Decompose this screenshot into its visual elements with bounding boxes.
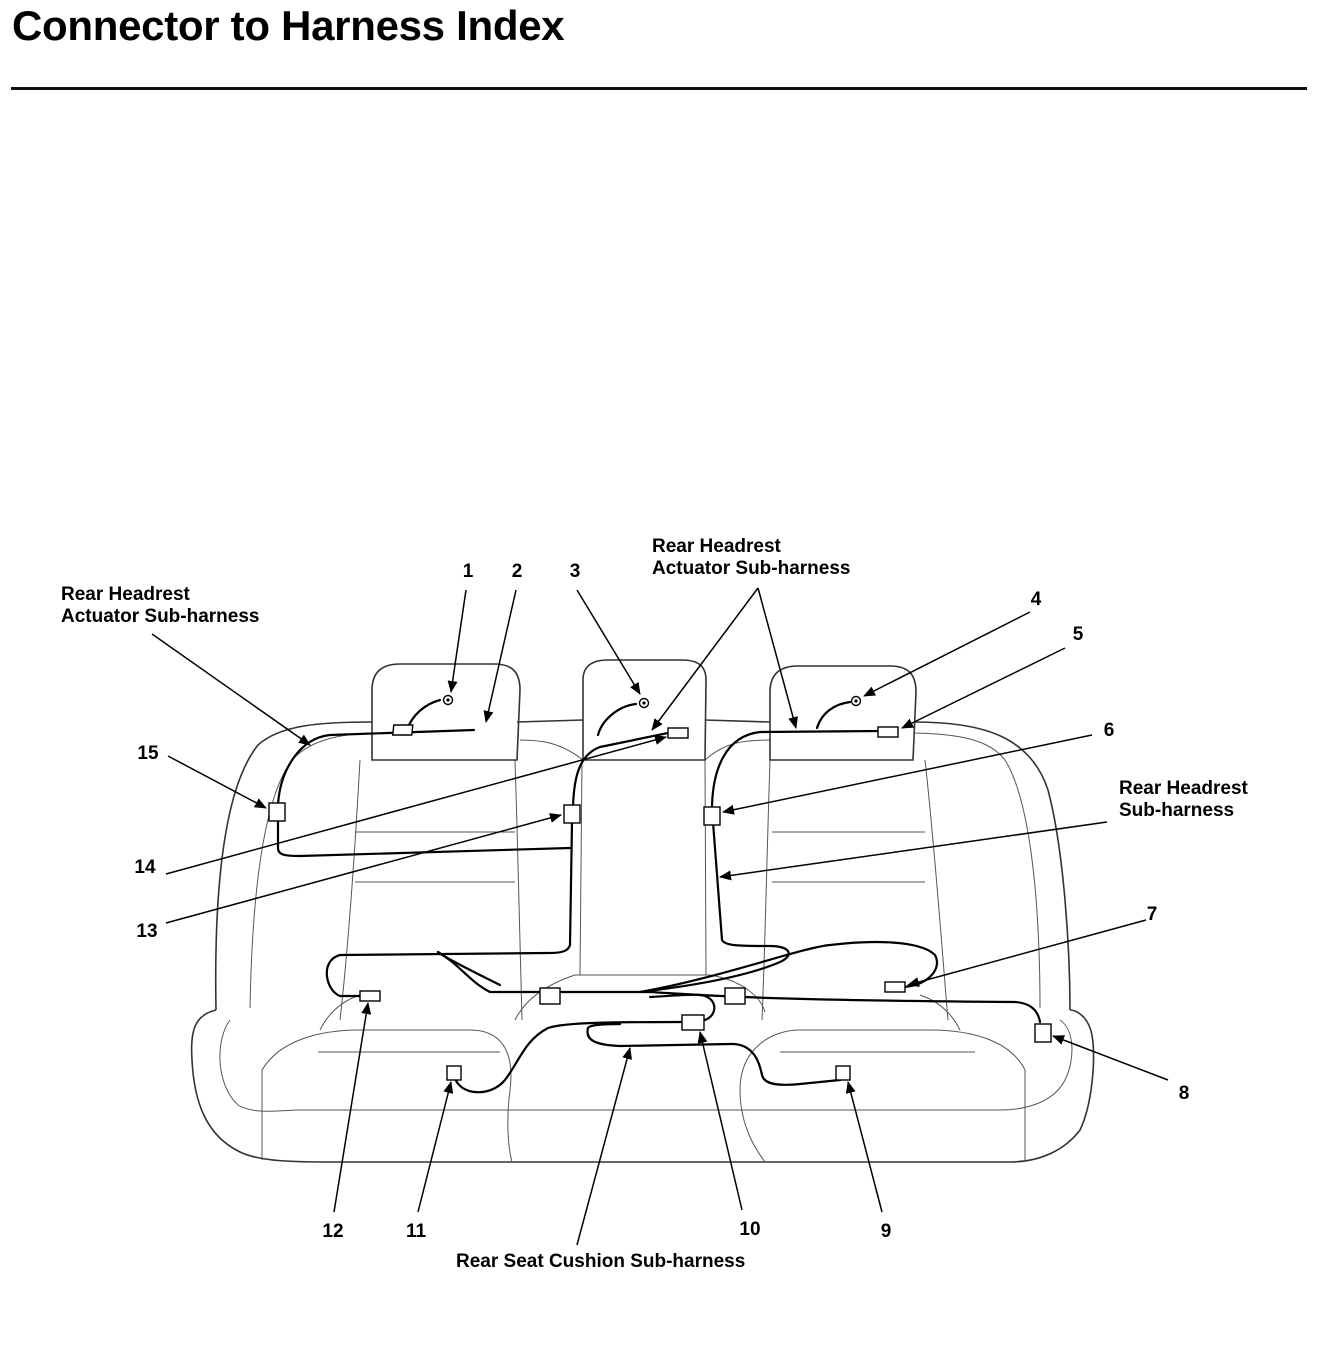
callout-7: 7 bbox=[1147, 904, 1158, 925]
callout-15: 15 bbox=[137, 743, 159, 764]
label-cushion-subharness: Rear Seat Cushion Sub-harness bbox=[456, 1251, 745, 1272]
label-actuator-left-line2: Actuator Sub-harness bbox=[61, 606, 259, 627]
callout-4: 4 bbox=[1031, 589, 1042, 610]
label-actuator-center-line1: Rear Headrest bbox=[652, 536, 782, 557]
callout-2: 2 bbox=[512, 561, 523, 582]
connector-5 bbox=[877, 726, 899, 738]
connector-12 bbox=[359, 990, 381, 1002]
connector-9 bbox=[835, 1065, 851, 1081]
callout-5: 5 bbox=[1073, 624, 1084, 645]
seat-cushion-outline bbox=[190, 974, 1095, 1163]
headrest-center bbox=[582, 659, 707, 761]
callout-12: 12 bbox=[322, 1221, 343, 1242]
title-rule bbox=[11, 87, 1307, 90]
label-actuator-left-line1: Rear Headrest bbox=[61, 584, 191, 605]
connector-13 bbox=[563, 804, 581, 824]
headrest-right bbox=[769, 665, 917, 761]
leader-lines bbox=[151, 587, 1169, 1246]
label-actuator-center-line2: Actuator Sub-harness bbox=[652, 558, 850, 579]
callout-1: 1 bbox=[463, 561, 474, 582]
callout-9: 9 bbox=[881, 1221, 892, 1242]
label-headrest-right-line1: Rear Headrest bbox=[1119, 778, 1249, 799]
connector-11 bbox=[446, 1065, 462, 1081]
connector-10 bbox=[681, 1014, 705, 1031]
connector-7 bbox=[884, 981, 906, 993]
connector-6 bbox=[703, 806, 721, 826]
callout-13: 13 bbox=[136, 921, 157, 942]
callout-10: 10 bbox=[739, 1219, 760, 1240]
callout-14: 14 bbox=[134, 857, 156, 878]
callout-3: 3 bbox=[570, 561, 581, 582]
connector-8 bbox=[1034, 1023, 1052, 1043]
connector-14 bbox=[667, 727, 689, 739]
connector-2 bbox=[391, 724, 414, 736]
connectors bbox=[268, 694, 1052, 1081]
harness-wires bbox=[276, 698, 1042, 1094]
callout-8: 8 bbox=[1179, 1083, 1190, 1104]
headrest-left bbox=[371, 663, 521, 761]
callout-11: 11 bbox=[406, 1221, 427, 1242]
callout-6: 6 bbox=[1104, 720, 1115, 741]
connector-15 bbox=[268, 802, 286, 822]
label-headrest-right-line2: Sub-harness bbox=[1119, 800, 1234, 821]
page-title: Connector to Harness Index bbox=[12, 2, 565, 49]
